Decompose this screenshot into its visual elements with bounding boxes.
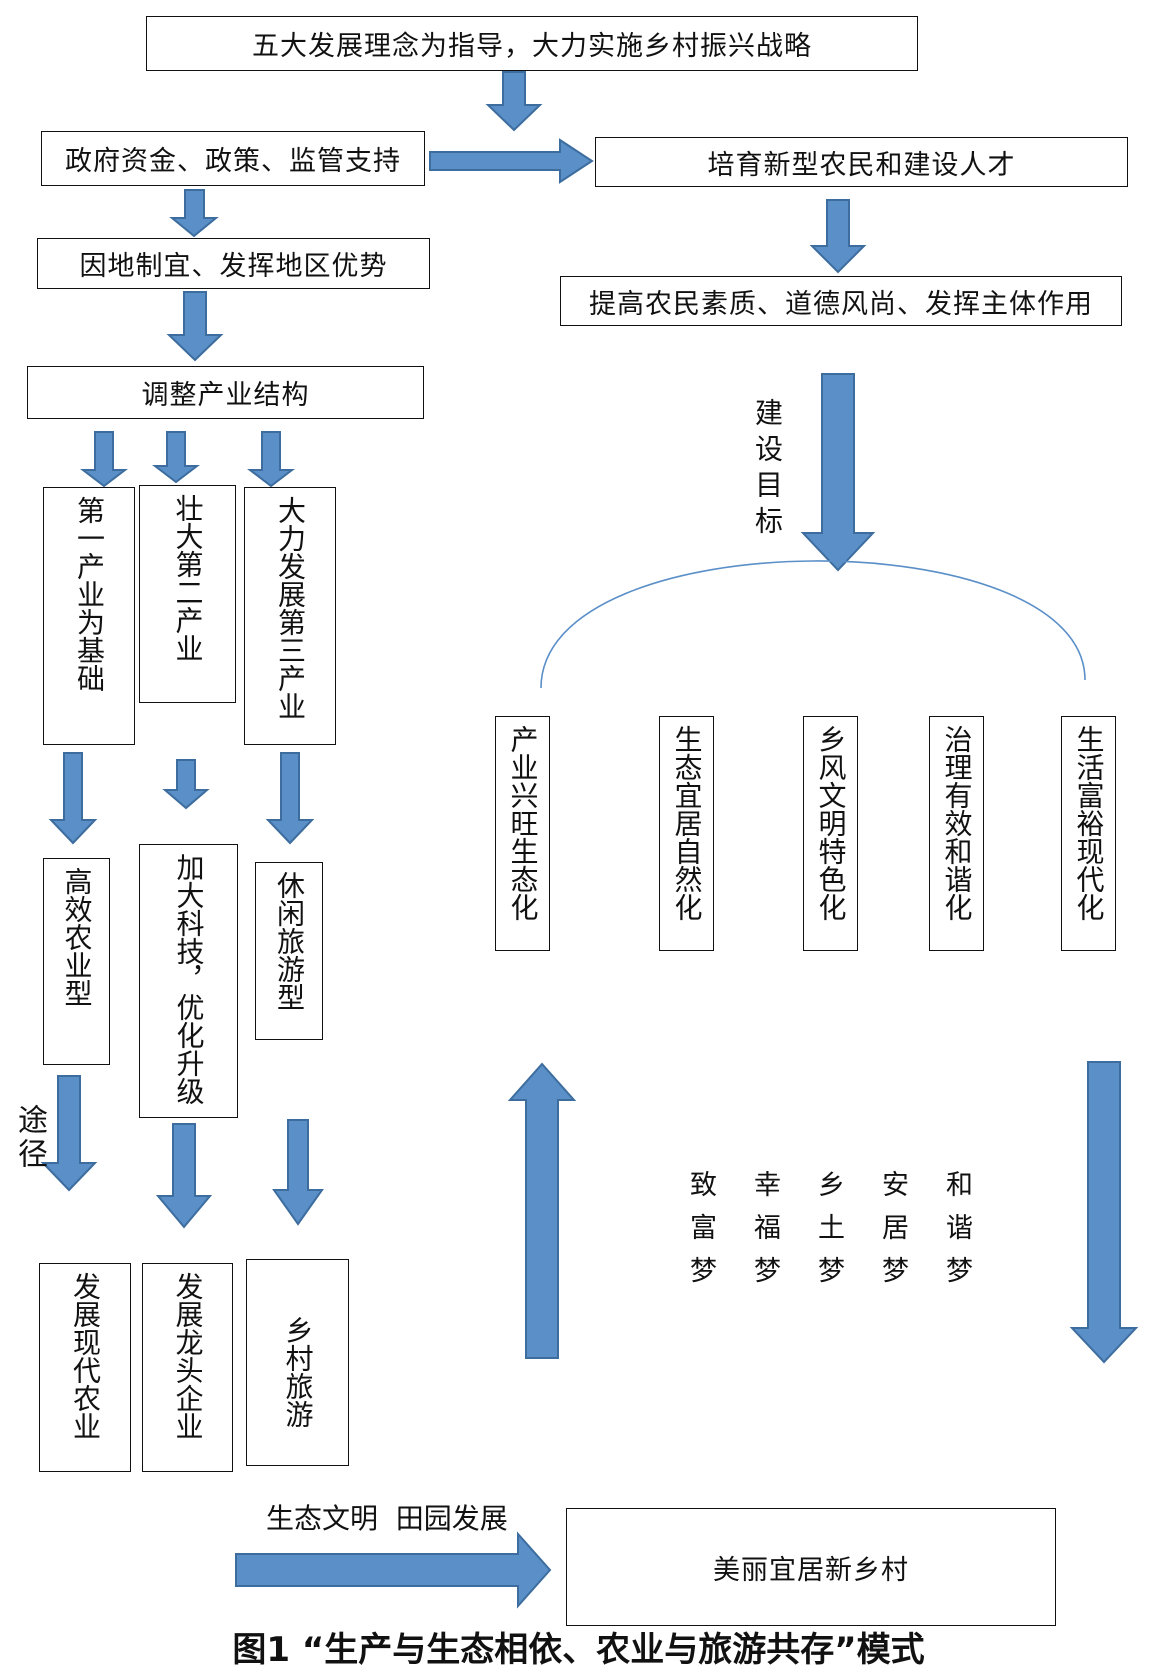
arrow-up-left bbox=[507, 1062, 577, 1359]
cultivate-farmers-text: 培育新型农民和建设人才 bbox=[707, 149, 1016, 181]
efficient-agri-box: 高效农业型 bbox=[43, 858, 110, 1065]
leading-enterprise-text: 发展龙头企业 bbox=[171, 1272, 205, 1440]
goal-box-4: 治理有效和谐化 bbox=[929, 716, 984, 951]
goal-text-5: 生活富裕现代化 bbox=[1072, 725, 1106, 921]
leisure-tourism-box: 休闲旅游型 bbox=[255, 862, 323, 1040]
goal-box-3: 乡风文明特色化 bbox=[803, 716, 858, 951]
goal-box-5: 生活富裕现代化 bbox=[1061, 716, 1116, 951]
arrow-down-path-leisure bbox=[272, 1119, 324, 1226]
arrow-down-right bbox=[1069, 1061, 1139, 1364]
goal-box-1: 产业兴旺生态化 bbox=[495, 716, 550, 951]
secondary-industry-box: 壮大第二产业 bbox=[139, 485, 236, 703]
tertiary-industry-text: 大力发展第三产业 bbox=[274, 496, 307, 720]
goal-text-2: 生态宜居自然化 bbox=[670, 725, 704, 921]
secondary-industry-text: 壮大第二产业 bbox=[171, 494, 205, 662]
leading-enterprise-box: 发展龙头企业 bbox=[142, 1263, 233, 1472]
bottom-label: 生态文明 田园发展 bbox=[266, 1502, 508, 1535]
leisure-tourism-text: 休闲旅游型 bbox=[273, 871, 306, 1011]
dream-3: 乡土梦 bbox=[813, 1170, 844, 1299]
dream-4: 安居梦 bbox=[877, 1170, 908, 1299]
arrow-down-local-to-adjust bbox=[166, 291, 224, 362]
arrow-down-build-goal bbox=[800, 373, 876, 572]
local-advantage-box: 因地制宜、发挥地区优势 bbox=[37, 238, 430, 289]
improve-farmers-box: 提高农民素质、道德风尚、发挥主体作用 bbox=[560, 276, 1122, 326]
arrow-down-cultivate-to-improve bbox=[809, 199, 867, 274]
goal-text-3: 乡风文明特色化 bbox=[814, 725, 848, 921]
tertiary-industry-box: 大力发展第三产业 bbox=[244, 487, 336, 745]
figure-caption: 图1 “生产与生态相依、农业与旅游共存”模式 bbox=[232, 1630, 925, 1670]
arrow-down-tertiary-to-leisure bbox=[265, 752, 315, 845]
tech-upgrade-box: 加大科技，优化升级 bbox=[139, 844, 238, 1118]
tech-upgrade-text: 加大科技，优化升级 bbox=[172, 853, 206, 1105]
arrow-down-top bbox=[485, 71, 543, 132]
arrow-down-secondary-to-tech bbox=[162, 759, 210, 810]
modern-agri-text: 发展现代农业 bbox=[69, 1272, 102, 1440]
top-goal-text: 五大发展理念为指导，大力实施乡村振兴战略 bbox=[252, 31, 812, 62]
dream-2: 幸福梦 bbox=[749, 1170, 780, 1299]
goal-text-1: 产业兴旺生态化 bbox=[506, 725, 540, 921]
adjust-industry-box: 调整产业结构 bbox=[27, 366, 424, 419]
arrow-down-path-tech bbox=[155, 1123, 213, 1229]
final-goal-box: 美丽宜居新乡村 bbox=[566, 1508, 1056, 1626]
arrow-down-to-primary bbox=[80, 431, 128, 488]
dreams-group: 致富梦 幸福梦 乡土梦 安居梦 和谐梦 bbox=[685, 1170, 976, 1299]
primary-industry-text: 第一产业为基础 bbox=[73, 496, 106, 692]
rural-tourism-box: 乡村旅游 bbox=[246, 1259, 349, 1466]
top-goal-box: 五大发展理念为指导，大力实施乡村振兴战略 bbox=[146, 16, 918, 71]
arrow-down-primary-to-efficient bbox=[48, 752, 98, 845]
dream-1: 致富梦 bbox=[685, 1170, 716, 1299]
arrow-down-to-tertiary bbox=[247, 431, 295, 488]
cultivate-farmers-box: 培育新型农民和建设人才 bbox=[595, 137, 1128, 187]
improve-farmers-text: 提高农民素质、道德风尚、发挥主体作用 bbox=[589, 288, 1093, 320]
path-label: 途径 bbox=[12, 1104, 47, 1172]
arrow-right-gov-to-cultivate bbox=[429, 138, 594, 184]
arrow-down-path-efficient bbox=[40, 1075, 98, 1192]
local-advantage-text: 因地制宜、发挥地区优势 bbox=[79, 251, 388, 282]
primary-industry-box: 第一产业为基础 bbox=[43, 487, 135, 745]
build-goal-label: 建设目标 bbox=[751, 398, 784, 542]
adjust-industry-text: 调整产业结构 bbox=[141, 380, 310, 411]
final-goal-text: 美丽宜居新乡村 bbox=[713, 1554, 909, 1586]
arrow-right-bottom bbox=[235, 1531, 552, 1609]
rural-tourism-text: 乡村旅游 bbox=[281, 1316, 315, 1428]
arrow-down-to-secondary bbox=[152, 431, 200, 484]
gov-support-box: 政府资金、政策、监管支持 bbox=[41, 131, 425, 186]
goals-arc bbox=[540, 560, 1086, 689]
dream-5: 和谐梦 bbox=[941, 1170, 972, 1299]
efficient-agri-text: 高效农业型 bbox=[60, 867, 94, 1007]
gov-support-text: 政府资金、政策、监管支持 bbox=[65, 146, 401, 177]
goal-box-2: 生态宜居自然化 bbox=[659, 716, 714, 951]
arrow-down-gov-to-local bbox=[169, 189, 219, 238]
goal-text-4: 治理有效和谐化 bbox=[940, 725, 974, 921]
modern-agri-box: 发展现代农业 bbox=[39, 1263, 131, 1472]
